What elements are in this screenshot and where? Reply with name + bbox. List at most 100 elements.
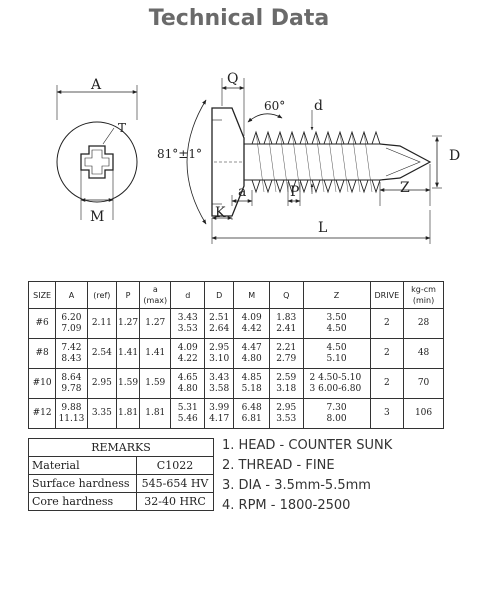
head-top-view xyxy=(56,85,138,220)
label-D: D xyxy=(449,148,460,164)
cell-size: #6 xyxy=(27,308,57,339)
cell-drive: 2 xyxy=(369,308,405,339)
table-header-row: SIZE A (ref) P a(max) d D M Q Z DRIVE kg… xyxy=(27,281,444,309)
label-T: T xyxy=(118,121,126,135)
cell-ref: 2.54 xyxy=(86,338,118,369)
page-title: Technical Data xyxy=(148,6,330,31)
feature-notes: 1. HEAD - COUNTER SUNK 2. THREAD - FINE … xyxy=(222,436,392,516)
col-Q: Q xyxy=(268,281,304,309)
remark-label: Material xyxy=(28,456,137,475)
cell-P: 1.41 xyxy=(115,338,141,369)
table-row: Material C1022 xyxy=(28,456,214,475)
cell-kgcm: 28 xyxy=(403,308,444,339)
col-P: P xyxy=(115,281,141,309)
cell-kgcm: 106 xyxy=(403,398,444,429)
label-L: L xyxy=(318,220,327,236)
col-size: SIZE xyxy=(27,281,57,309)
cell-size: #12 xyxy=(27,398,57,429)
list-item: 3. DIA - 3.5mm-5.5mm xyxy=(222,478,371,493)
label-a: a xyxy=(238,184,246,200)
col-d: d xyxy=(170,281,206,309)
table-row: Surface hardness 545-654 HV xyxy=(28,474,214,493)
col-a: a(max) xyxy=(139,281,172,309)
label-d: d xyxy=(314,98,323,114)
remark-value: 32-40 HRC xyxy=(136,492,214,511)
label-60-degree: 60° xyxy=(264,99,285,113)
remark-label: Surface hardness xyxy=(28,474,137,493)
remarks-header: REMARKS xyxy=(28,438,214,457)
col-A: A xyxy=(55,281,88,309)
screw-technical-drawing: A M T Q xyxy=(56,71,460,244)
remark-label: Core hardness xyxy=(28,492,137,511)
col-Z: Z xyxy=(302,281,371,309)
col-drive: DRIVE xyxy=(369,281,405,309)
label-M: M xyxy=(90,209,104,225)
cell-drive: 2 xyxy=(369,368,405,399)
col-D: D xyxy=(204,281,235,309)
cell-size: #10 xyxy=(27,368,57,399)
col-M: M xyxy=(233,281,270,309)
label-P: P xyxy=(290,184,299,200)
remark-value: 545-654 HV xyxy=(136,474,214,493)
cell-ref: 3.35 xyxy=(86,398,118,429)
cell-P: 1.81 xyxy=(115,398,141,429)
cell-a: 1.59 xyxy=(139,368,172,399)
col-kgcm: kg-cm(min) xyxy=(403,281,444,309)
col-ref: (ref) xyxy=(86,281,118,309)
cell-size: #8 xyxy=(27,338,57,369)
screw-side-view xyxy=(186,78,442,244)
label-81-degree: 81°±1° xyxy=(157,147,202,161)
remarks-table: REMARKS Material C1022 Surface hardness … xyxy=(28,438,214,511)
cell-a: 1.81 xyxy=(139,398,172,429)
list-item: 2. THREAD - FINE xyxy=(222,458,335,473)
thread-profile xyxy=(251,130,381,145)
phillips-recess-icon xyxy=(80,145,114,179)
label-Q: Q xyxy=(227,71,238,87)
cell-a: 1.41 xyxy=(139,338,172,369)
label-A: A xyxy=(90,77,102,93)
list-item: 1. HEAD - COUNTER SUNK xyxy=(222,438,393,453)
cell-kgcm: 48 xyxy=(403,338,444,369)
remark-value: C1022 xyxy=(136,456,214,475)
cell-P: 1.27 xyxy=(115,308,141,339)
cell-ref: 2.95 xyxy=(86,368,118,399)
cell-a: 1.27 xyxy=(139,308,172,339)
spec-table: SIZE A (ref) P a(max) d D M Q Z DRIVE kg… xyxy=(27,281,444,429)
cell-drive: 2 xyxy=(369,338,405,369)
cell-P: 1.59 xyxy=(115,368,141,399)
table-row: Core hardness 32-40 HRC xyxy=(28,492,214,511)
label-K: K xyxy=(215,205,226,221)
cell-drive: 3 xyxy=(369,398,405,429)
list-item: 4. RPM - 1800-2500 xyxy=(222,498,351,513)
cell-kgcm: 70 xyxy=(403,368,444,399)
cell-ref: 2.11 xyxy=(86,308,118,339)
